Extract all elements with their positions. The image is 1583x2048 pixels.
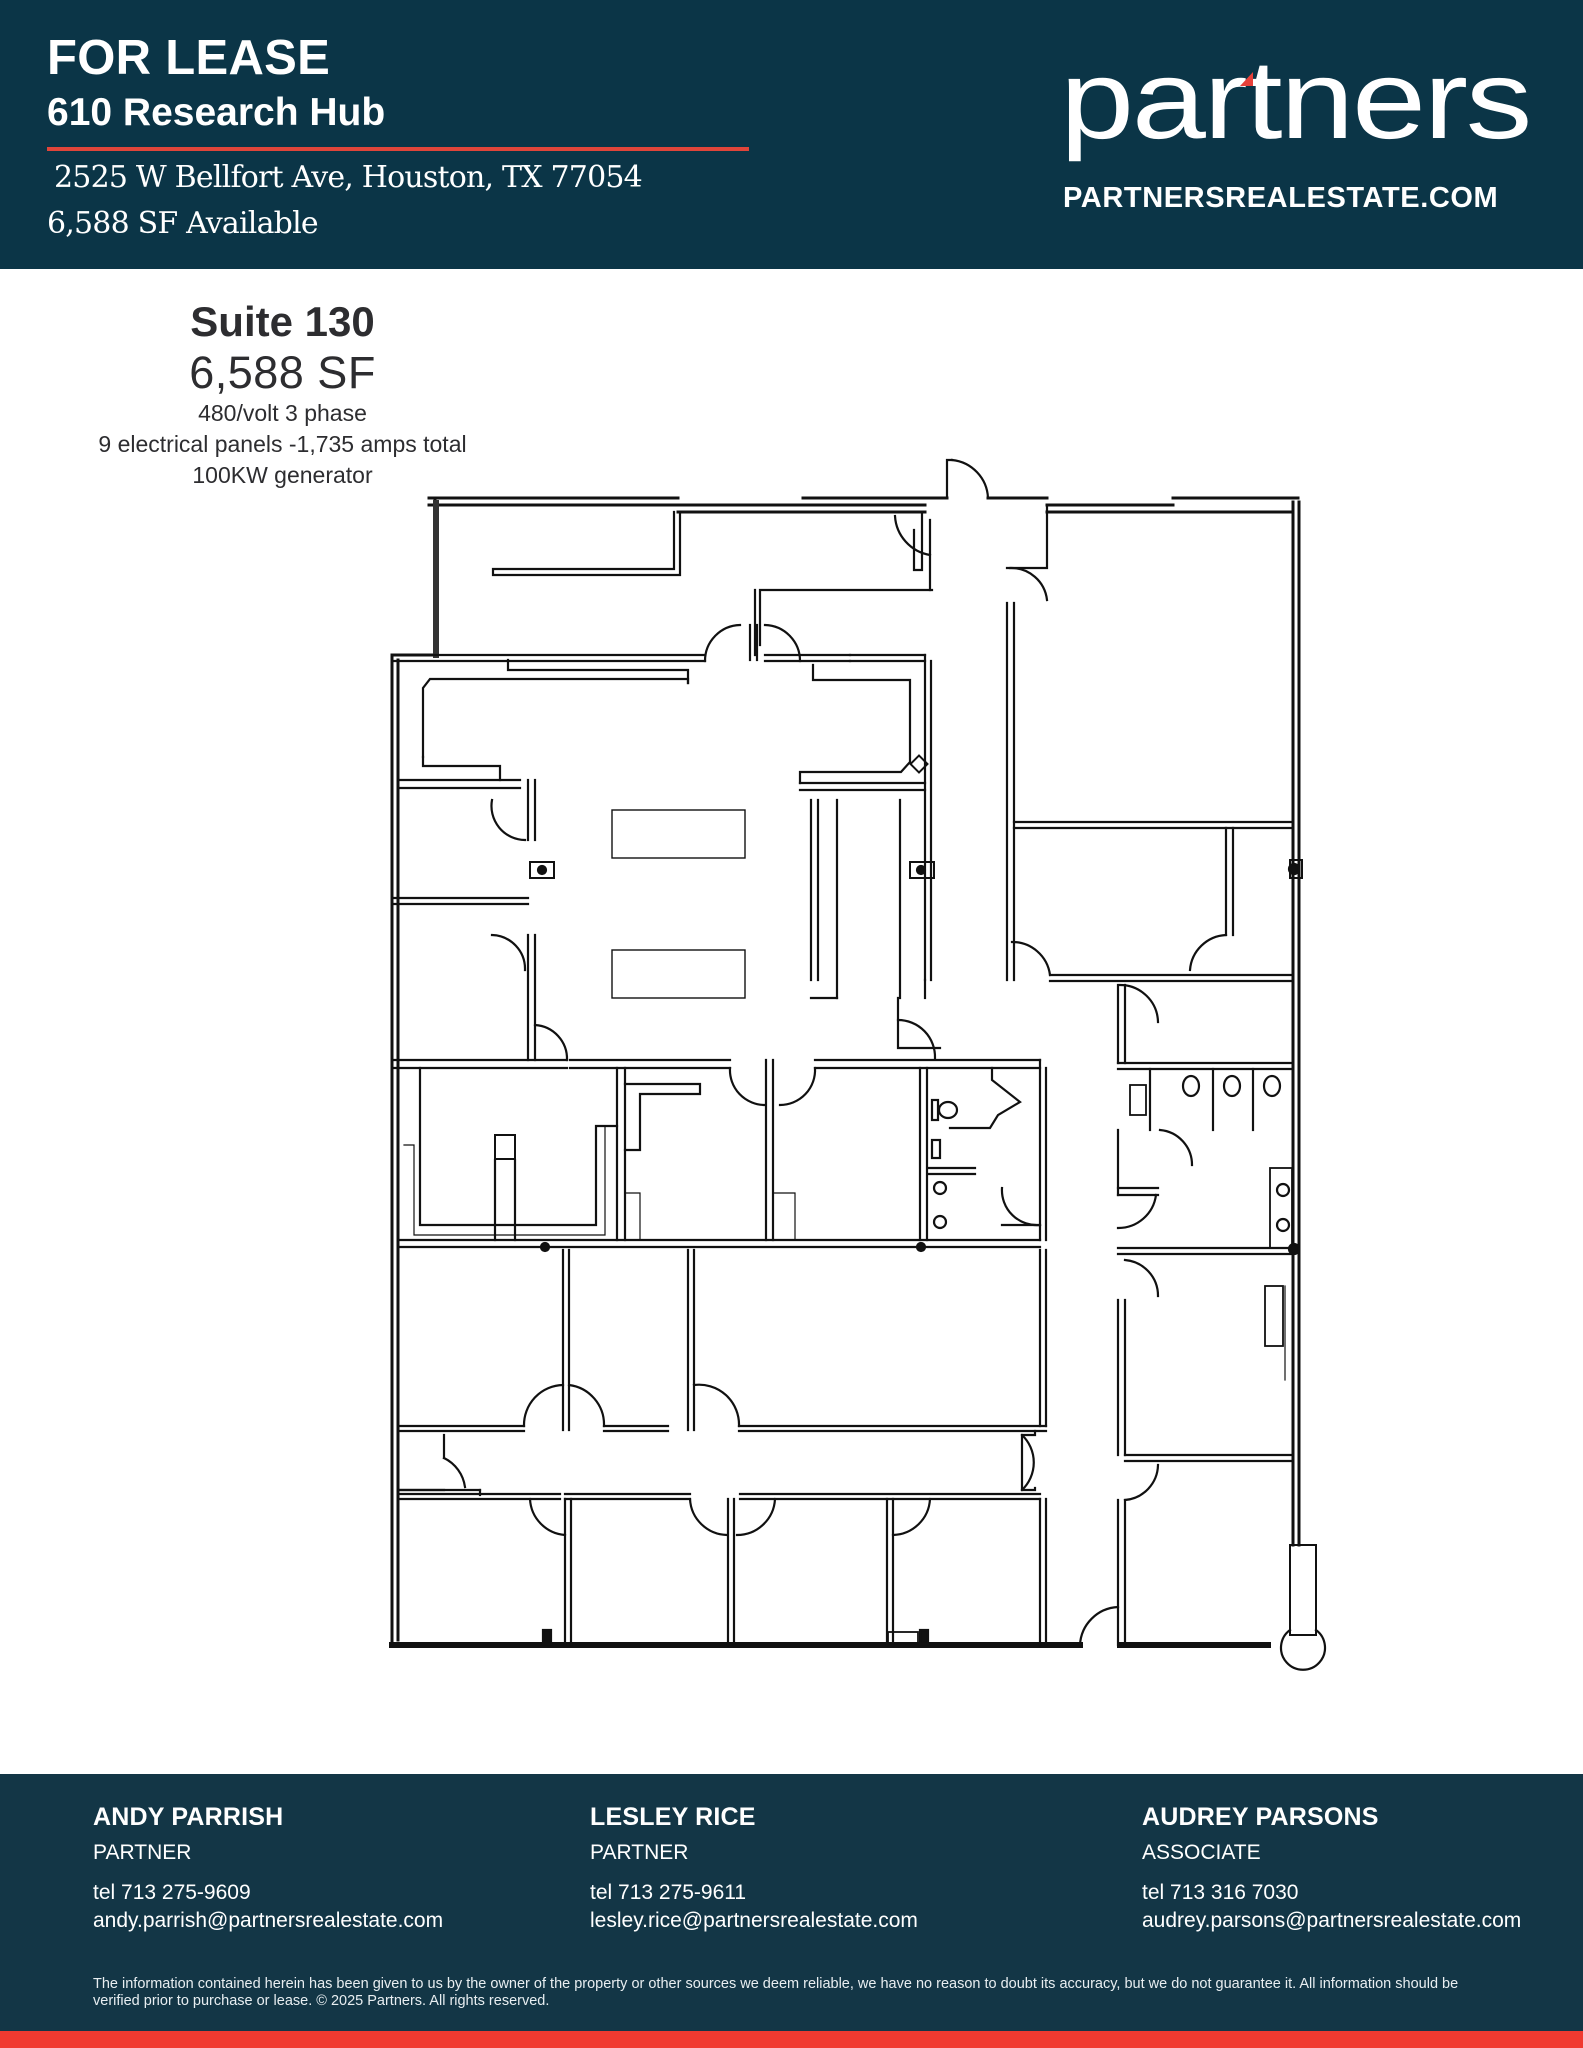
suite-feature-panels: 9 electrical panels -1,735 amps total <box>98 431 467 457</box>
partners-logo[interactable]: partners <box>1060 37 1535 168</box>
contact-card: ANDY PARRISH PARTNER tel 713 275-9609 an… <box>93 1802 443 1933</box>
contact-role: ASSOCIATE <box>1142 1841 1261 1864</box>
contact-email[interactable]: andy.parrish@partnersrealestate.com <box>93 1909 444 1932</box>
suite-area: 6,588 SF <box>189 347 376 398</box>
svg-text:partners: partners <box>1060 58 1530 162</box>
available-space: 6,588 SF Available <box>47 206 319 241</box>
partners-logo-icon: partners <box>1060 37 1532 162</box>
contact-name: AUDREY PARSONS <box>1142 1803 1379 1831</box>
contact-card: LESLEY RICE PARTNER tel 713 275-9611 les… <box>590 1802 918 1933</box>
contact-phone[interactable]: tel 713 275-9611 <box>590 1881 747 1904</box>
contact-role: PARTNER <box>93 1841 192 1864</box>
contact-phone[interactable]: tel 713 316 7030 <box>1142 1881 1299 1904</box>
header-banner: FOR LEASE 610 Research Hub 2525 W Bellfo… <box>0 0 1583 269</box>
legal-disclaimer: The information contained herein has bee… <box>93 1976 1459 2009</box>
contact-email[interactable]: audrey.parsons@partnersrealestate.com <box>1142 1909 1522 1932</box>
building-name: 610 Research Hub <box>47 91 386 134</box>
footer-contacts: ANDY PARRISH PARTNER tel 713 275-9609 an… <box>0 1774 1583 2032</box>
contact-name: ANDY PARRISH <box>93 1803 284 1831</box>
suite-feature-power: 480/volt 3 phase <box>198 400 367 426</box>
property-address: 2525 W Bellfort Ave, Houston, TX 77054 <box>54 160 643 195</box>
suite-title: Suite 130 <box>190 298 375 345</box>
bottom-accent-bar <box>0 2031 1583 2048</box>
contact-name: LESLEY RICE <box>590 1803 756 1831</box>
contact-email[interactable]: lesley.rice@partnersrealestate.com <box>590 1909 918 1932</box>
contact-phone[interactable]: tel 713 275-9609 <box>93 1881 251 1904</box>
header-divider <box>47 147 749 151</box>
contact-card: AUDREY PARSONS ASSOCIATE tel 713 316 703… <box>1142 1802 1521 1933</box>
website-link[interactable]: PARTNERSREALESTATE.COM <box>1063 182 1499 214</box>
suite-feature-generator: 100KW generator <box>192 462 373 488</box>
suite-info: Suite 130 6,588 SF 480/volt 3 phase 9 el… <box>40 296 525 491</box>
contact-role: PARTNER <box>590 1841 689 1864</box>
listing-status: FOR LEASE <box>47 31 331 85</box>
